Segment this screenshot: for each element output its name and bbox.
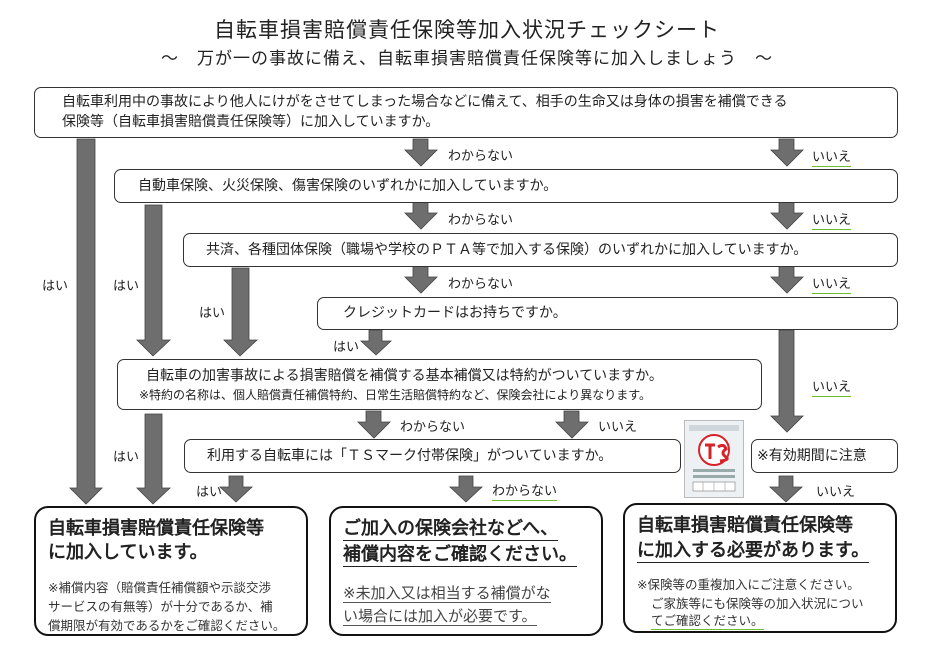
result-need-note-1: ※保険等の重複加入にご注意ください。: [637, 577, 860, 592]
page-subtitle: ～ 万が一の事故に備え、自転車損害賠償責任保険等に加入しましょう ～: [161, 49, 773, 69]
result-confirm-note-1: ※未加入又は相当する補償がな: [343, 584, 551, 603]
result-need: 自転車損害賠償責任保険等 に加入する必要があります。 ※保険等の重複加入にご注意…: [623, 503, 897, 633]
result-confirm-note-2: い場合には加入が必要です。: [343, 607, 537, 626]
arrow-q3-yes: [223, 267, 259, 357]
arrow-q6-no: [768, 475, 804, 503]
label-q1-no: いいえ: [812, 146, 852, 167]
result-need-note-3: てご確認ください。: [651, 613, 764, 630]
question-1-line1: 自転車利用中の事故により他人にけがをさせてしまった場合などに備えて、相手の生命又…: [62, 94, 788, 110]
label-q3-yes: はい: [199, 306, 226, 321]
question-3-box: 共済、各種団体保険（職場や学校のＰＴＡ等で加入する保険）のいずれかに加入していま…: [183, 233, 898, 267]
ts-note-text: ※有効期間に注意: [757, 448, 867, 464]
question-4-text: クレジットカードはお持ちですか。: [343, 305, 567, 321]
question-4-box: クレジットカードはお持ちですか。: [317, 297, 898, 330]
label-q1-unknown: わからない: [448, 149, 514, 164]
label-q6-no: いいえ: [816, 485, 856, 500]
arrow-q3-no: [770, 265, 804, 294]
question-2-box: 自動車保険、火災保険、傷害保険のいずれかに加入していますか。: [114, 169, 898, 203]
question-5-text: 自転車の加害事故による損害賠償を補償する基本補償又は特約がついていますか。: [146, 368, 663, 384]
result-insured-title-1: 自転車損害賠償責任保険等: [48, 518, 264, 539]
result-insured-note-3: 償期限が有効であるかをご確認ください。: [48, 618, 286, 633]
label-q1-yes: はい: [42, 279, 69, 294]
question-1-line2: 保険等（自転車損害賠償責任保険等）に加入していますか。: [62, 114, 440, 130]
arrow-q4-no: [770, 329, 804, 433]
label-q3-no: いいえ: [812, 273, 852, 294]
label-q4-yes: はい: [333, 340, 360, 355]
result-confirm: ご加入の保険会社などへ、 補償内容をご確認ください。 ※未加入又は相当する補償が…: [329, 506, 603, 636]
arrow-q6-yes: [218, 475, 254, 503]
label-q5-unknown: わからない: [400, 420, 466, 435]
arrow-q5-yes: [136, 413, 172, 505]
page-title: 自転車損害賠償責任保険等加入状況チェックシート: [214, 18, 720, 42]
question-2-text: 自動車保険、火災保険、傷害保険のいずれかに加入していますか。: [138, 178, 558, 194]
arrow-q2-no: [770, 201, 804, 230]
arrow-q2-yes: [136, 204, 172, 357]
arrow-q1-unknown: [404, 138, 438, 167]
label-q2-yes: はい: [113, 279, 140, 294]
arrow-q1-no: [770, 138, 804, 167]
ts-note-box: ※有効期間に注意: [751, 439, 898, 473]
arrow-q4-yes: [359, 329, 393, 356]
label-q5-yes: はい: [113, 450, 140, 465]
result-need-note-2: ご家族等にも保険等の加入状況につい: [651, 596, 864, 611]
question-5-note: ※特約の名称は、個人賠償責任補償特約、日常生活賠償特約など、保険会社により異なり…: [139, 388, 652, 402]
arrow-q5-no: [555, 410, 589, 439]
result-confirm-title-1: ご加入の保険会社などへ、: [343, 518, 559, 541]
question-1-box: 自転車利用中の事故により他人にけがをさせてしまった場合などに備えて、相手の生命又…: [34, 87, 898, 138]
result-need-title-1: 自転車損害賠償責任保険等: [637, 515, 853, 536]
result-confirm-title-2: 補償内容をご確認ください。: [343, 544, 577, 567]
arrow-q5-unknown: [357, 410, 391, 439]
result-insured-title-2: に加入しています。: [48, 542, 208, 563]
label-q2-unknown: わからない: [448, 213, 514, 228]
arrow-q2-unknown: [404, 201, 438, 230]
result-need-title-2: に加入する必要があります。: [637, 540, 870, 563]
result-insured-note-1: ※補償内容（賠償責任補償額や示談交渉: [48, 580, 271, 595]
question-5-box: 自転車の加害事故による損害賠償を補償する基本補償又は特約がついていますか。 ※特…: [117, 359, 762, 410]
result-insured-note-2: サービスの有無等）が十分であるか、補: [48, 599, 273, 614]
label-q5-no: いいえ: [598, 420, 638, 435]
label-q6-yes: はい: [196, 485, 223, 500]
question-6-text: 利用する自転車には「ＴＳマーク付帯保険」がついていますか。: [207, 448, 613, 464]
arrow-q6-unknown: [448, 475, 484, 503]
ts-mark-icon: [689, 425, 739, 492]
question-6-box: 利用する自転車には「ＴＳマーク付帯保険」がついていますか。: [184, 439, 681, 473]
arrow-q1-yes: [69, 138, 103, 505]
arrow-q3-unknown: [404, 265, 438, 294]
result-insured: 自転車損害賠償責任保険等 に加入しています。 ※補償内容（賠償責任補償額や示談交…: [34, 506, 308, 636]
label-q4-no: いいえ: [812, 376, 852, 397]
label-q2-no: いいえ: [812, 209, 852, 230]
label-q6-unknown: わからない: [492, 480, 558, 501]
label-q3-unknown: わからない: [448, 277, 514, 292]
question-3-text: 共済、各種団体保険（職場や学校のＰＴＡ等で加入する保険）のいずれかに加入していま…: [206, 242, 808, 258]
ts-mark-badge: [684, 420, 744, 498]
